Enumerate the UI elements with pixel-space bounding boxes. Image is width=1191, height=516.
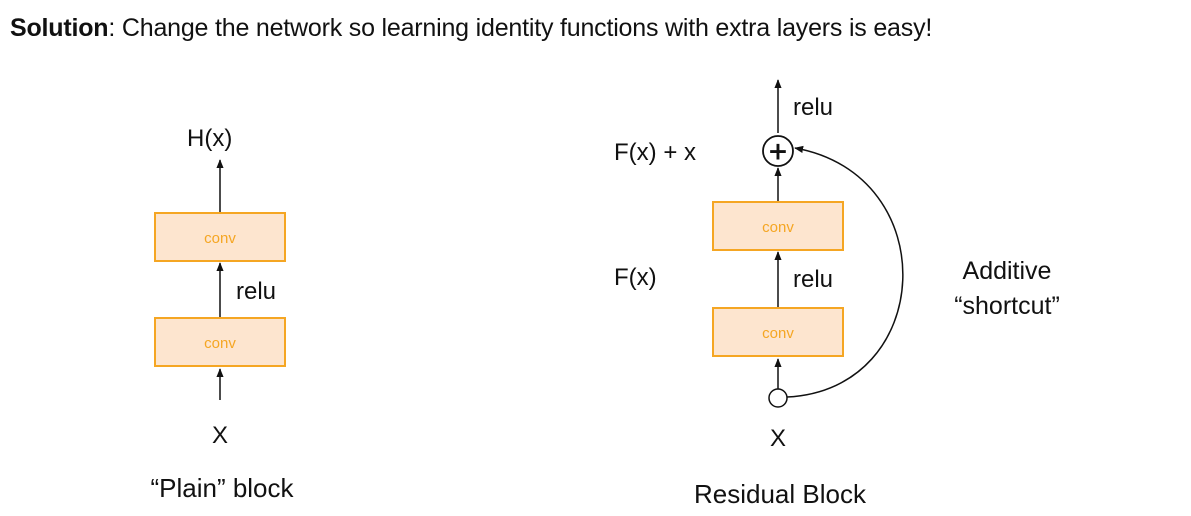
plain-conv-bottom-label: conv [204, 335, 236, 352]
shortcut-label-line2: “shortcut” [954, 292, 1060, 320]
residual-caption: Residual Block [694, 479, 867, 509]
plain-block: H(x) conv relu conv X “Plain” block [150, 125, 294, 503]
sum-node [762, 135, 794, 167]
input-node [768, 388, 788, 408]
plain-conv-top [154, 212, 286, 262]
residual-block: relu F(x) + x + conv F(x) relu conv X Re… [614, 79, 1060, 509]
title-bold: Solution [10, 14, 109, 42]
residual-conv-top [712, 201, 844, 251]
residual-top-relu-label: relu [793, 94, 833, 121]
shortcut-label-line1: Additive [963, 257, 1052, 285]
residual-branch-label: F(x) [614, 264, 657, 291]
residual-conv-bottom-label: conv [762, 325, 794, 342]
plain-conv-bottom [154, 317, 286, 367]
residual-sum-label: F(x) + x [614, 139, 696, 166]
page-title: Solution: Change the network so learning… [10, 12, 932, 44]
plain-caption: “Plain” block [150, 473, 294, 503]
title-rest: : Change the network so learning identit… [108, 14, 933, 42]
shortcut-arrow [786, 145, 904, 398]
plain-relu-label: relu [236, 278, 276, 305]
residual-conv-top-label: conv [762, 219, 794, 236]
plain-output-label: H(x) [187, 125, 232, 152]
plain-input-label: X [212, 422, 228, 449]
residual-conv-bottom [712, 307, 844, 357]
plain-conv-top-label: conv [204, 230, 236, 247]
residual-relu-label: relu [793, 266, 833, 293]
plus-icon: + [768, 137, 789, 166]
residual-input-label: X [770, 425, 786, 452]
